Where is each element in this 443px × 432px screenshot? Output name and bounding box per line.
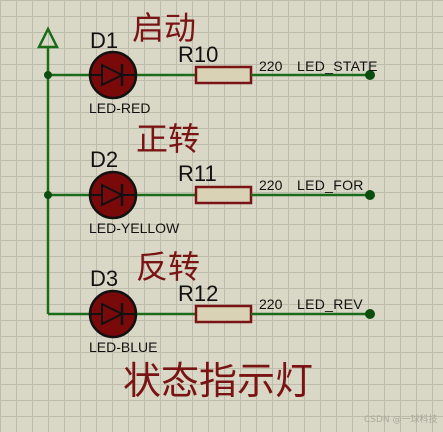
- function-label: 正转: [136, 120, 201, 158]
- led-type-label: LED-YELLOW: [89, 220, 180, 236]
- power-terminal-icon[interactable]: [36, 26, 60, 49]
- led-d1[interactable]: [88, 50, 138, 100]
- net-label: LED_FOR: [297, 177, 364, 193]
- resistor-value-label: 220: [259, 58, 283, 74]
- led-ref-label: D3: [90, 266, 119, 291]
- resistor-ref-label: R10: [178, 42, 219, 67]
- circuit-row-3: [48, 289, 375, 339]
- function-label: 启动: [132, 9, 197, 47]
- page-title: 状态指示灯: [123, 359, 314, 403]
- net-terminal-dot[interactable]: [365, 309, 375, 319]
- circuit-row-2: [44, 170, 375, 220]
- resistor-r12[interactable]: [194, 304, 253, 324]
- led-d3[interactable]: [88, 289, 138, 339]
- bus-junction-dot: [44, 71, 52, 79]
- net-terminal-dot[interactable]: [365, 70, 375, 80]
- resistor-ref-label: R12: [178, 281, 219, 306]
- net-terminal-dot[interactable]: [365, 190, 375, 200]
- circuit-row-1: [44, 50, 375, 100]
- resistor-value-label: 220: [259, 177, 283, 193]
- led-d2[interactable]: [88, 170, 138, 220]
- resistor-r10[interactable]: [194, 65, 253, 85]
- led-type-label: LED-BLUE: [89, 339, 158, 355]
- watermark-text: CSDN @一球科技: [364, 415, 438, 425]
- net-label: LED_STATE: [297, 58, 378, 74]
- function-label: 反转: [136, 248, 201, 286]
- resistor-ref-label: R11: [178, 161, 217, 186]
- resistor-r11[interactable]: [194, 185, 253, 205]
- led-ref-label: D2: [90, 147, 119, 172]
- bus-junction-dot: [44, 191, 52, 199]
- resistor-value-label: 220: [259, 296, 283, 312]
- led-ref-label: D1: [90, 28, 119, 53]
- net-label: LED_REV: [297, 296, 363, 312]
- led-type-label: LED-RED: [89, 100, 151, 116]
